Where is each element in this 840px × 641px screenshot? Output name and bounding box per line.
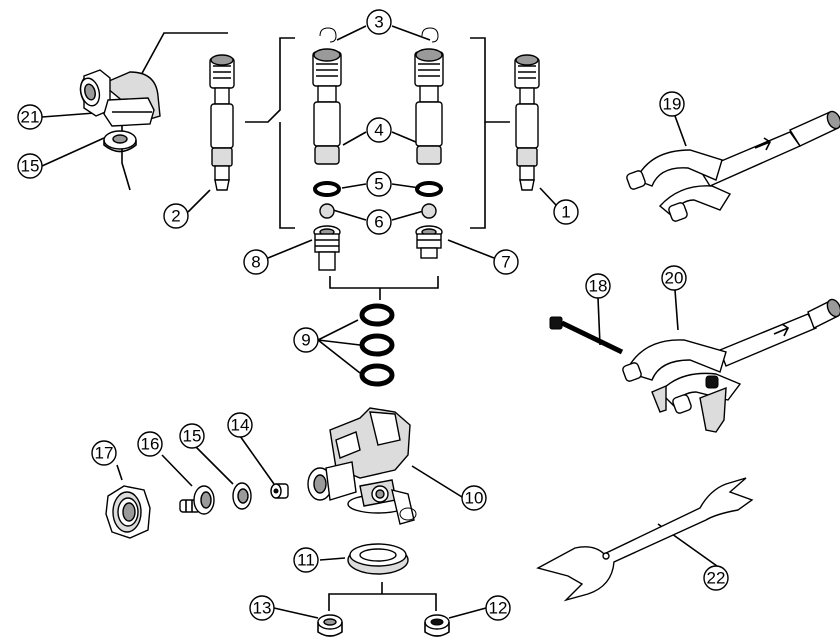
callout-9-label: 9 <box>301 331 310 350</box>
callout-12: 12 <box>485 595 511 621</box>
callout-13: 13 <box>249 595 275 621</box>
callout-10-label: 10 <box>465 489 484 508</box>
callout-17: 17 <box>91 440 117 466</box>
callout-13-label: 13 <box>253 599 272 618</box>
callout-6-label: 6 <box>374 213 383 232</box>
tube-assembly-part-2 <box>209 54 235 191</box>
callout-leaders <box>273 607 487 619</box>
callout-4: 4 <box>366 117 392 143</box>
callout-11: 11 <box>293 547 319 573</box>
gasket-part-11 <box>347 543 409 575</box>
callout-5: 5 <box>366 171 392 197</box>
callout-1: 1 <box>553 199 579 225</box>
callout-20: 20 <box>661 265 687 291</box>
callout-2-label: 2 <box>171 207 180 226</box>
tool-part-19 <box>626 110 840 222</box>
callout-7: 7 <box>493 249 519 275</box>
callout-16: 16 <box>137 431 163 457</box>
callout-15-bottom: 15 <box>179 423 205 449</box>
callout-19: 19 <box>659 91 685 117</box>
callout-2: 2 <box>163 203 189 229</box>
callout-18-label: 18 <box>589 277 608 296</box>
nut-part-17 <box>105 485 151 539</box>
callout-5-label: 5 <box>374 175 383 194</box>
callout-17-label: 17 <box>95 444 114 463</box>
callout-7-label: 7 <box>501 253 510 272</box>
washer-part-15-top <box>103 130 137 153</box>
washer-part-12 <box>424 614 450 637</box>
callout-11-label: 11 <box>297 551 315 570</box>
callout-3-label: 3 <box>374 13 383 32</box>
callout-22-label: 22 <box>707 569 726 588</box>
valve-part-7 <box>415 225 443 259</box>
callout-3: 3 <box>366 9 392 35</box>
callout-15-bottom-label: 15 <box>183 427 202 446</box>
callout-6: 6 <box>366 209 392 235</box>
callout-9: 9 <box>293 327 319 353</box>
balls-part-6 <box>319 203 437 219</box>
wrench-part-22 <box>536 477 754 602</box>
center-tube-right <box>414 27 444 165</box>
seals-part-9 <box>359 303 395 387</box>
callout-15-top: 15 <box>17 153 43 179</box>
callout-20-label: 20 <box>665 269 684 288</box>
washer-part-15-bottom <box>232 482 252 510</box>
callout-4-label: 4 <box>374 121 383 140</box>
callout-14: 14 <box>227 412 253 438</box>
tool-part-20 <box>622 298 840 433</box>
coupler-head-part-10 <box>307 407 417 525</box>
valve-part-8 <box>313 225 341 271</box>
washer-part-13 <box>317 614 343 637</box>
callout-14-label: 14 <box>231 416 250 435</box>
callout-1-label: 1 <box>561 203 570 222</box>
callout-16-label: 16 <box>141 435 160 454</box>
o-rings-part-5 <box>313 181 443 197</box>
callout-8-label: 8 <box>251 253 260 272</box>
hose-barb-part-16 <box>179 485 215 515</box>
elbow-fitting-part-21 <box>79 69 161 127</box>
callout-18: 18 <box>585 273 611 299</box>
callout-21: 21 <box>17 104 43 130</box>
callout-22: 22 <box>703 565 729 591</box>
bolt-part-18 <box>549 316 624 355</box>
callout-10: 10 <box>461 485 487 511</box>
callout-15-top-label: 15 <box>21 157 40 176</box>
tube-assembly-part-1 <box>514 54 540 191</box>
callout-8: 8 <box>243 249 269 275</box>
callout-21-label: 21 <box>21 108 40 127</box>
callout-19-label: 19 <box>663 95 682 114</box>
check-valve-part-14 <box>270 483 289 499</box>
callout-12-label: 12 <box>489 599 508 618</box>
center-tube-left <box>312 27 342 165</box>
